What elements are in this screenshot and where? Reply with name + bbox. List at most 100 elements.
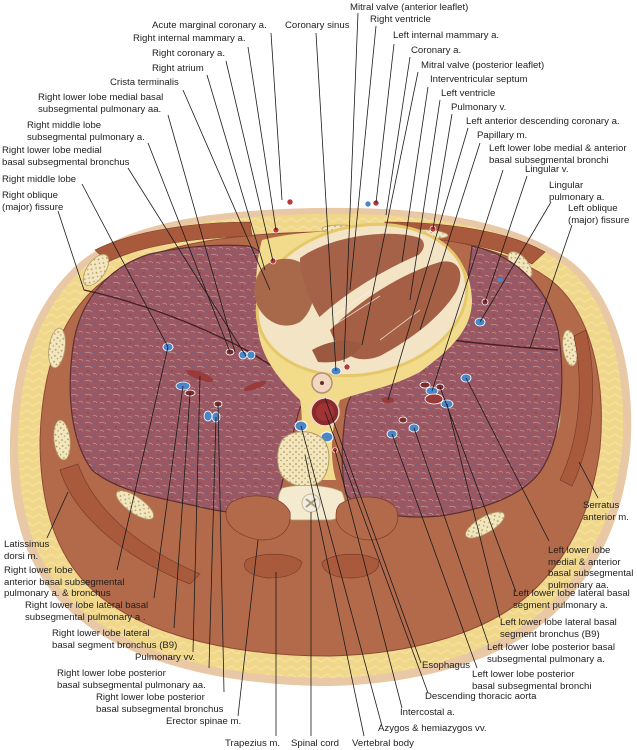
leader-line xyxy=(324,397,422,664)
anatomy-label: Right internal mammary a. xyxy=(133,33,246,44)
trapezius-right xyxy=(244,553,303,579)
anatomy-label: Erector spinae m. xyxy=(166,716,242,727)
leader-line xyxy=(432,113,453,230)
leader-line xyxy=(147,142,231,353)
coronary-vessel xyxy=(364,200,372,208)
leader-line xyxy=(446,403,501,619)
anatomy-label: Crista terminalis xyxy=(110,77,179,88)
anatomy-label: Left oblique (major) fissure xyxy=(568,203,630,226)
lingular-vessel xyxy=(497,278,503,282)
anatomy-label: Intercostal a. xyxy=(400,707,455,718)
anatomy-label: Mitral valve (anterior leaflet) xyxy=(350,2,469,13)
leader-line xyxy=(529,224,573,349)
leader-line xyxy=(116,346,169,571)
anatomy-label: Right lower lobe posterior basal subsegm… xyxy=(57,668,206,691)
anatomy-label: Right lower lobe anterior basal subsegme… xyxy=(4,565,125,599)
anatomy-label: Left internal mammary a. xyxy=(393,30,500,41)
anatomy-label: Papillary m. xyxy=(477,130,528,141)
leader-line xyxy=(413,427,489,644)
leader-line xyxy=(375,43,395,204)
anatomy-label: Left lower lobe medial & anterior basal … xyxy=(548,545,634,591)
anatomy-label: Mitral valve (posterior leaflet) xyxy=(421,60,545,71)
coronary-vessel xyxy=(286,198,294,206)
anatomy-label: Spinal cord xyxy=(291,738,339,749)
leader-line xyxy=(439,386,517,593)
back-muscles xyxy=(59,329,593,585)
anatomy-label: Lingular pulmonary a. xyxy=(549,180,605,203)
left-ventricle-wall xyxy=(330,261,461,360)
pulmonary-vein xyxy=(424,393,444,405)
anatomy-label: Serratus anterior m. xyxy=(583,500,629,523)
serratus-anterior-left xyxy=(559,329,593,487)
leader-line xyxy=(387,127,469,401)
leader-line xyxy=(182,89,271,291)
leader-line xyxy=(153,385,184,599)
anatomy-label: Coronary sinus xyxy=(285,20,350,31)
anatomy-label: Right lower lobe posterior basal subsegm… xyxy=(96,692,224,715)
right-atrium xyxy=(254,258,315,326)
erector-spinae-right xyxy=(225,495,291,541)
mitral-valve-region xyxy=(312,340,362,363)
leader-line xyxy=(206,74,266,271)
anatomy-label: Trapezius m. xyxy=(225,738,281,749)
anatomy-label: Vertebral body xyxy=(352,738,414,749)
anatomy-label: Right atrium xyxy=(152,63,204,74)
leader-line xyxy=(270,32,283,201)
anatomy-label: Left ventricle xyxy=(441,88,496,99)
leader-line xyxy=(334,449,403,709)
anatomy-label: Left lower lobe lateral basal segment br… xyxy=(500,617,617,640)
pulmonary-artery xyxy=(398,416,408,424)
leader-line xyxy=(304,454,365,737)
anatomy-label: Right coronary a. xyxy=(152,48,226,59)
anatomy-label: Coronary a. xyxy=(411,45,462,56)
bronchus xyxy=(246,350,256,360)
anatomy-label: Right lower lobe lateral basal subsegmen… xyxy=(25,600,149,623)
leader-line xyxy=(578,461,599,499)
leader-line xyxy=(208,416,217,669)
anatomy-label: Azygos & hemiazygos vv. xyxy=(378,723,487,734)
anatomy-label: Left lower lobe medial & anterior basal … xyxy=(489,143,627,166)
leader-line xyxy=(237,539,259,717)
leader-line xyxy=(465,377,550,542)
anatomy-label: Right oblique (major) fissure xyxy=(2,190,64,213)
anatomy-label: Right lower lobe lateral basal segment b… xyxy=(52,628,178,651)
vertebral-body xyxy=(277,431,330,487)
anatomy-label: Right middle lobe subsegmental pulmonary… xyxy=(27,120,145,143)
anatomy-label: Pulmonary v. xyxy=(451,102,507,113)
leader-line xyxy=(225,60,274,262)
interventricular-septum xyxy=(318,247,441,322)
leader-line xyxy=(391,433,478,669)
anatomy-label: Right lower lobe medial basal subsegment… xyxy=(38,92,164,115)
anatomy-label: Lingular v. xyxy=(525,164,569,175)
leader-line xyxy=(57,210,85,291)
anatomy-label: Left anterior descending coronary a. xyxy=(466,116,620,127)
leader-line xyxy=(46,491,69,539)
pectoral-muscle-right xyxy=(94,221,253,263)
leader-line xyxy=(247,46,277,231)
leader-line xyxy=(315,32,337,372)
anatomy-label: Interventricular septum xyxy=(430,74,528,85)
latissimus-dorsi-right xyxy=(59,463,201,585)
leader-line xyxy=(217,403,225,693)
leader-line xyxy=(401,86,429,263)
anatomy-label: Latissimus dorsi m. xyxy=(4,539,50,562)
left-oblique-fissure xyxy=(451,339,559,351)
leader-line xyxy=(385,56,411,216)
leader-line xyxy=(479,201,552,323)
leader-line xyxy=(81,183,169,348)
leader-line xyxy=(431,169,504,392)
leader-lines xyxy=(46,12,599,737)
leader-line xyxy=(484,175,528,303)
leader-line xyxy=(361,71,419,346)
leader-line xyxy=(419,142,481,331)
anatomy-label: Pulmonary vv. xyxy=(135,652,196,663)
anatomy-label: Right lower lobe medial basal subsegment… xyxy=(2,145,130,168)
leader-line xyxy=(324,411,429,694)
leader-line xyxy=(349,25,377,291)
anatomy-label: Right middle lobe xyxy=(2,174,77,185)
right-oblique-fissure xyxy=(83,289,283,373)
anatomy-label: Esophagus xyxy=(422,660,471,671)
leader-line xyxy=(409,99,441,301)
